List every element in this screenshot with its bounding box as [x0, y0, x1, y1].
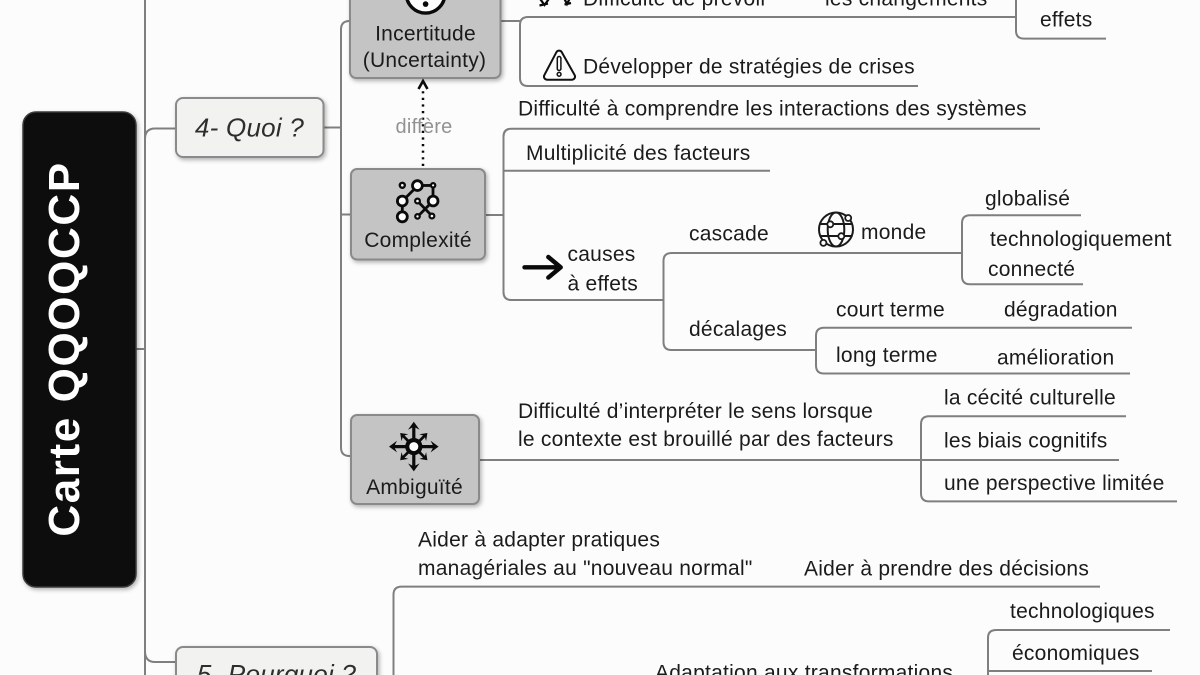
svg-text:monde: monde	[861, 221, 926, 244]
svg-text:Développer de stratégies de cr: Développer de stratégies de crises	[583, 56, 915, 79]
svg-text:causes: causes	[568, 243, 636, 266]
svg-text:Difficulté de prévoir: Difficulté de prévoir	[583, 0, 768, 11]
svg-text:Aider à prendre des décisions: Aider à prendre des décisions	[804, 558, 1089, 581]
svg-text:technologiquement: technologiquement	[990, 228, 1172, 251]
svg-text:effets: effets	[1040, 9, 1092, 32]
svg-text:technologiques: technologiques	[1010, 600, 1155, 623]
svg-text:Complexité: Complexité	[364, 229, 472, 252]
svg-text:court terme: court terme	[836, 299, 945, 322]
svg-text:cascade: cascade	[689, 223, 769, 246]
svg-text:5- Pourquoi ?: 5- Pourquoi ?	[197, 659, 357, 675]
svg-text:Incertitude: Incertitude	[375, 23, 476, 46]
svg-text:le contexte est brouillé par d: le contexte est brouillé par des facteur…	[518, 428, 894, 451]
svg-text:économiques: économiques	[1012, 642, 1140, 665]
svg-text:managériales au "nouveau norma: managériales au "nouveau normal"	[418, 557, 753, 580]
svg-text:la cécité culturelle: la cécité culturelle	[944, 387, 1116, 410]
svg-text:amélioration: amélioration	[997, 347, 1114, 370]
svg-text:les changements: les changements	[825, 0, 988, 11]
svg-text:Adaptation aux transformations: Adaptation aux transformations	[655, 662, 953, 675]
svg-text:(Uncertainty): (Uncertainty)	[363, 49, 486, 72]
svg-text:Multiplicité des facteurs: Multiplicité des facteurs	[526, 142, 751, 165]
svg-text:4- Quoi ?: 4- Quoi ?	[195, 113, 304, 143]
svg-text:connecté: connecté	[988, 258, 1075, 281]
svg-text:long terme: long terme	[836, 344, 938, 367]
svg-text:Difficulté à comprendre les in: Difficulté à comprendre les interactions…	[518, 98, 1027, 121]
svg-text:Carte QQOQCCP: Carte QQOQCCP	[40, 161, 89, 536]
svg-text:globalisé: globalisé	[985, 188, 1070, 211]
svg-text:Ambiguïté: Ambiguïté	[366, 476, 463, 499]
svg-text:une perspective limitée: une perspective limitée	[944, 472, 1165, 495]
svg-text:les biais cognitifs: les biais cognitifs	[944, 430, 1108, 453]
svg-text:décalages: décalages	[689, 318, 787, 341]
svg-text:dégradation: dégradation	[1004, 299, 1118, 322]
svg-text:diffère: diffère	[396, 116, 453, 138]
svg-text:Aider à adapter pratiques: Aider à adapter pratiques	[418, 529, 660, 552]
svg-text:à effets: à effets	[568, 273, 639, 296]
svg-text:Difficulté d’interpréter le se: Difficulté d’interpréter le sens lorsque	[518, 400, 873, 423]
